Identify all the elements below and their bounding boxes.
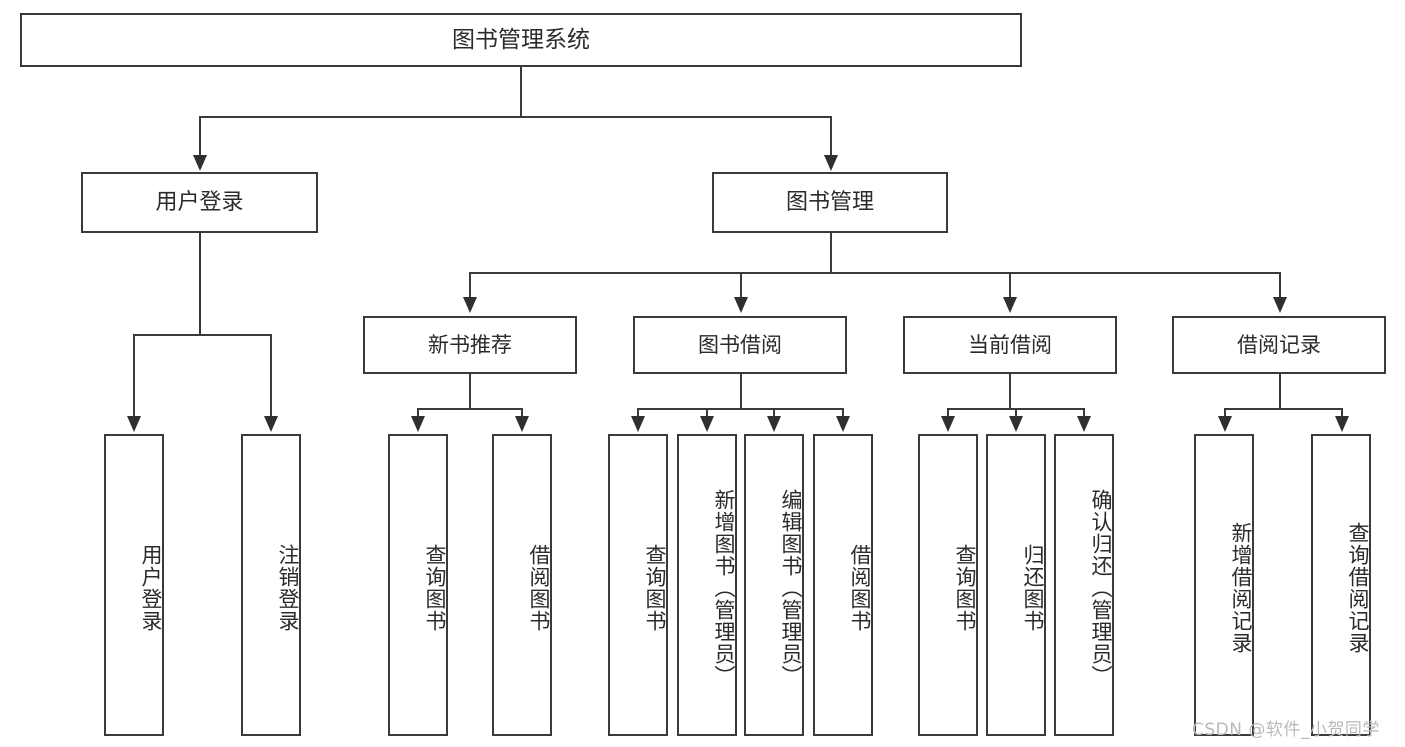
connector-current-borrow-to-leaf-1 (947, 408, 949, 418)
connector-current-borrow-to-leaf-3 (1083, 408, 1085, 418)
node-leaf-edit-book-label: 编辑图书（管理员） (779, 489, 803, 687)
connector-book-borrow-bus (637, 408, 843, 410)
arrowhead-book-borrow-to-leaf-4 (836, 416, 850, 432)
node-leaf-return-book-label: 归还图书 (1021, 544, 1045, 632)
node-book-borrow-label: 图书借阅 (698, 332, 782, 357)
connector-current-borrow-to-leaf-2 (1015, 408, 1017, 418)
connector-borrow-record-to-leaf-1 (1224, 408, 1226, 418)
node-new-book-rec[interactable]: 新书推荐 (363, 316, 577, 374)
node-book-manage-label: 图书管理 (785, 189, 874, 215)
node-leaf-add-record[interactable]: 新增借阅记录 (1194, 434, 1254, 736)
arrowhead-current-borrow-to-leaf-2 (1009, 416, 1023, 432)
node-leaf-query-record[interactable]: 查询借阅记录 (1311, 434, 1371, 736)
node-leaf-borrow-book-2[interactable]: 借阅图书 (813, 434, 873, 736)
connector-book-manage-to-current-borrow (1009, 272, 1011, 299)
arrowhead-book-borrow-to-leaf-2 (700, 416, 714, 432)
node-borrow-record[interactable]: 借阅记录 (1172, 316, 1386, 374)
node-leaf-user-login-label: 用户登录 (139, 544, 163, 632)
connector-book-manage-stem (830, 233, 832, 273)
arrowhead-borrow-record-to-leaf-1 (1218, 416, 1232, 432)
node-user-login-label: 用户登录 (155, 189, 244, 215)
node-borrow-record-label: 借阅记录 (1237, 332, 1321, 357)
connector-user-login-to-leaf-1 (133, 334, 135, 418)
node-leaf-borrow-book-1-label: 借阅图书 (527, 544, 551, 632)
arrowhead-user-login-to-leaf-2 (264, 416, 278, 432)
arrowhead-user-login-to-leaf-1 (127, 416, 141, 432)
node-book-manage[interactable]: 图书管理 (712, 172, 948, 233)
connector-new-book-rec-to-leaf-1 (417, 408, 419, 418)
arrowhead-current-borrow-to-leaf-3 (1077, 416, 1091, 432)
node-leaf-query-book-2-label: 查询图书 (643, 544, 667, 632)
node-leaf-query-book-2[interactable]: 查询图书 (608, 434, 668, 736)
csdn-watermark: CSDN @软件_小贺同学 (1192, 720, 1380, 740)
connector-user-login-to-leaf-2 (270, 334, 272, 418)
arrowhead-book-borrow-to-leaf-1 (631, 416, 645, 432)
connector-borrow-record-to-leaf-2 (1341, 408, 1343, 418)
node-current-borrow-label: 当前借阅 (968, 332, 1052, 357)
connector-book-manage-to-book-borrow (740, 272, 742, 299)
connector-root-to-user-login (199, 116, 201, 157)
node-leaf-query-book-1[interactable]: 查询图书 (388, 434, 448, 736)
node-leaf-logout[interactable]: 注销登录 (241, 434, 301, 736)
node-leaf-borrow-book-1[interactable]: 借阅图书 (492, 434, 552, 736)
connector-book-borrow-to-leaf-3 (773, 408, 775, 418)
connector-book-borrow-to-leaf-1 (637, 408, 639, 418)
node-user-login[interactable]: 用户登录 (81, 172, 318, 233)
node-current-borrow[interactable]: 当前借阅 (903, 316, 1117, 374)
arrowhead-book-manage-to-borrow-record (1273, 297, 1287, 313)
node-leaf-query-book-3-label: 查询图书 (953, 544, 977, 632)
node-root[interactable]: 图书管理系统 (20, 13, 1022, 67)
node-leaf-add-record-label: 新增借阅记录 (1229, 522, 1253, 654)
arrowhead-new-book-rec-to-leaf-1 (411, 416, 425, 432)
connector-book-borrow-to-leaf-4 (842, 408, 844, 418)
node-new-book-rec-label: 新书推荐 (428, 332, 512, 357)
connector-new-book-rec-to-leaf-2 (521, 408, 523, 418)
node-leaf-edit-book[interactable]: 编辑图书（管理员） (744, 434, 804, 736)
arrowhead-current-borrow-to-leaf-1 (941, 416, 955, 432)
node-leaf-query-book-3[interactable]: 查询图书 (918, 434, 978, 736)
arrowhead-root-to-user-login (193, 155, 207, 171)
connector-borrow-record-stem (1279, 374, 1281, 409)
node-book-borrow[interactable]: 图书借阅 (633, 316, 847, 374)
node-leaf-add-book[interactable]: 新增图书（管理员） (677, 434, 737, 736)
arrowhead-book-manage-to-current-borrow (1003, 297, 1017, 313)
arrowhead-book-manage-to-new-book-rec (463, 297, 477, 313)
connector-user-login-bus (133, 334, 271, 336)
connector-new-book-rec-stem (469, 374, 471, 409)
node-root-label: 图书管理系统 (452, 26, 590, 53)
node-leaf-return-book[interactable]: 归还图书 (986, 434, 1046, 736)
node-leaf-borrow-book-2-label: 借阅图书 (848, 544, 872, 632)
connector-root-bus (199, 116, 832, 118)
node-leaf-query-record-label: 查询借阅记录 (1346, 522, 1370, 654)
connector-current-borrow-stem (1009, 374, 1011, 409)
connector-new-book-rec-bus (417, 408, 522, 410)
connector-root-to-book-manage (830, 116, 832, 157)
connector-user-login-stem (199, 233, 201, 335)
connector-book-manage-to-new-book-rec (469, 272, 471, 299)
connector-book-manage-bus (469, 272, 1280, 274)
connector-book-borrow-stem (740, 374, 742, 409)
arrowhead-borrow-record-to-leaf-2 (1335, 416, 1349, 432)
connector-book-manage-to-borrow-record (1279, 272, 1281, 299)
node-leaf-logout-label: 注销登录 (276, 544, 300, 632)
connector-book-borrow-to-leaf-2 (706, 408, 708, 418)
node-leaf-confirm-return[interactable]: 确认归还（管理员） (1054, 434, 1114, 736)
arrowhead-book-borrow-to-leaf-3 (767, 416, 781, 432)
node-leaf-add-book-label: 新增图书（管理员） (712, 489, 736, 687)
node-leaf-query-book-1-label: 查询图书 (423, 544, 447, 632)
connector-root-stem (520, 67, 522, 117)
arrowhead-root-to-book-manage (824, 155, 838, 171)
node-leaf-confirm-return-label: 确认归还（管理员） (1089, 489, 1113, 687)
arrowhead-book-manage-to-book-borrow (734, 297, 748, 313)
node-leaf-user-login[interactable]: 用户登录 (104, 434, 164, 736)
connector-borrow-record-bus (1224, 408, 1342, 410)
arrowhead-new-book-rec-to-leaf-2 (515, 416, 529, 432)
